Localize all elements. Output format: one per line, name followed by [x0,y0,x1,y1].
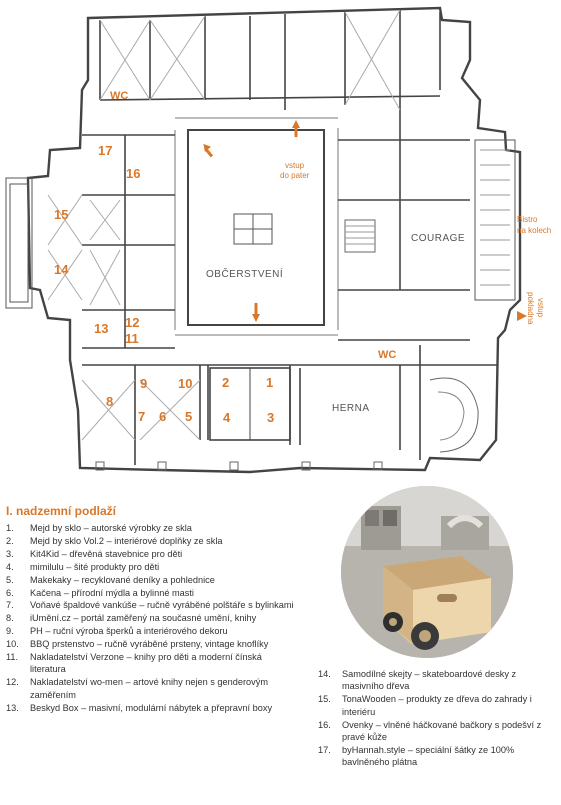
legend-list-left: 1.Mejd by sklo – autorské výrobky ze skl… [6,522,296,715]
booth-number-6: 6 [159,409,166,424]
booth-number-5: 5 [185,409,192,424]
legend-item: 11.Nakladatelství Verzone – knihy pro dě… [6,652,262,675]
product-photo [341,486,513,658]
label-vstup-pokladna-line2: pokladna [526,292,535,325]
floor-title: I. nadzemní podlaží [6,504,117,518]
booth-number-15: 15 [54,207,68,222]
booth-number-14: 14 [54,262,69,277]
area-obcerstveni: OBČERSTVENÍ [206,267,283,280]
label-vstup-pokladna-line1: vstup [536,298,545,318]
legend-item: 1.Mejd by sklo – autorské výrobky ze skl… [6,523,192,533]
legend-item: 7.Voňavé špaldové vankúše – ručně vyrábě… [6,600,294,611]
wc-label-bottom: WC [378,349,396,361]
label-bistro-line1: Bistro [517,215,538,224]
legend-list-right: 14.Samodílné skejty – skateboardové desk… [318,668,558,769]
legend-item: 17.byHannah.style – speciální šátky ze 1… [318,744,515,768]
booth-number-12: 12 [125,315,139,330]
label-vstup-pater-line1: vstup [285,161,305,170]
area-herna: HERNA [332,403,370,414]
legend-item: 3.Kit4Kid – dřevěná stavebnice pro děti [6,548,183,559]
booth-number-10: 10 [178,376,192,391]
legend-item: 6.Kačena – přírodní mýdla a bylinné mast… [6,587,194,598]
legend-item: 10.BBQ prstenstvo – ručně vyráběné prste… [6,639,269,650]
booth-number-8: 8 [106,394,113,409]
legend-item: 14.Samodílné skejty – skateboardové desk… [318,669,517,692]
floor-plan: OBČERSTVENÍ COURAGE HERNA WC WC vstup do… [5,6,551,474]
wc-label-top: WC [110,90,128,102]
wooden-cart-photo [341,486,513,658]
booth-number-1: 1 [266,375,273,390]
legend-item: 16.Ovenky – vlněné háčkované bačkory s p… [318,719,542,743]
booth-number-13: 13 [94,321,108,336]
label-vstup-pater-line2: do pater [280,171,310,180]
booth-number-7: 7 [138,409,145,424]
legend-item: 8.iUmění.cz – portál zaměřený na současn… [6,613,257,624]
legend-item: 9.PH – ruční výroba šperků a interiérové… [6,626,228,637]
booth-number-9: 9 [140,376,147,391]
booth-number-3: 3 [267,410,274,425]
legend-item: 12.Nakladatelství wo-men – artové knihy … [6,677,268,700]
booth-number-16: 16 [126,166,140,181]
booth-number-17: 17 [98,143,112,158]
booth-number-4: 4 [223,410,231,425]
label-bistro-line2: na kolech [517,226,551,235]
legend-item: 2.Mejd by sklo Vol.2 – interiérové doplň… [6,535,223,546]
legend-item: 15.TonaWooden – produkty ze dřeva do zah… [318,694,532,717]
legend-item: 13.Beskyd Box – masivní, modulární nábyt… [6,702,273,713]
booth-number-2: 2 [222,375,229,390]
legend-item: 4.mimilulu – šité produkty pro děti [6,561,160,572]
booth-number-11: 11 [125,331,139,346]
legend-item: 5.Makekaky – recyklované deníky a pohled… [6,574,215,585]
area-courage: COURAGE [411,233,465,244]
